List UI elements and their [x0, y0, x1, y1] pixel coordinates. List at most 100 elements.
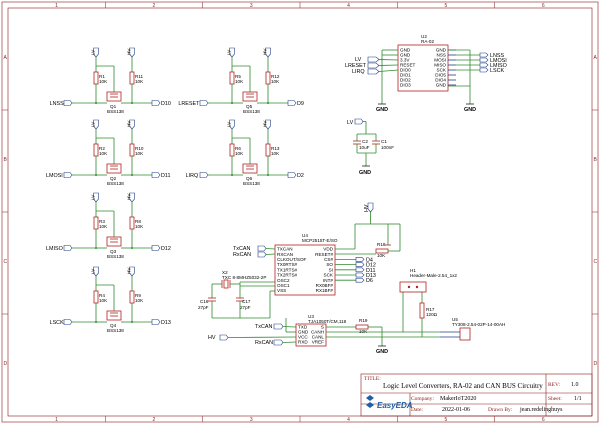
lv-supply-label: LV [91, 49, 96, 55]
lv-supply-label: LV [91, 121, 96, 127]
u2-pin-label: GND [436, 48, 447, 53]
u2-pin-label: GND [436, 83, 447, 88]
svg-text:Company:: Company: [411, 396, 434, 402]
hv-net-label: D11 [161, 173, 171, 179]
u3-pin-label: VREF [312, 340, 324, 345]
u4-right-net: D12 [366, 263, 376, 269]
svg-text:EasyEDA: EasyEDA [377, 401, 413, 410]
mosfet-part: BSS138 [107, 328, 124, 333]
u2-pin-label: MOSI [434, 58, 446, 63]
u4-pin-label: SCK [324, 273, 334, 278]
resistor-ref: R8 [135, 219, 141, 224]
svg-text:LRESET: LRESET [345, 63, 367, 69]
u4-mcp2515[interactable]: U4 MCP2515T-E/SO TXCANRXCANCLKOUT/SOFTX0… [233, 202, 401, 300]
column-marker-bottom: 5 [445, 417, 448, 423]
resistor-value: 10K [235, 151, 244, 156]
u2-right-net: LSCK [490, 68, 504, 74]
svg-text:100nF: 100nF [381, 145, 394, 150]
mosfet-ref: Q6 [246, 176, 253, 181]
mosfet-part: BSS138 [243, 181, 260, 186]
u3-tja1050[interactable]: U3 TJA1050T/CM,118 TXDGNDVCCRXDSCANHCANL… [208, 292, 440, 355]
row-marker-right: B [594, 157, 598, 163]
svg-text:120Ω: 120Ω [426, 312, 438, 317]
u2-pin-label: DIO4 [435, 78, 446, 83]
u2-pin-label: RESET [400, 63, 416, 68]
u2-net-lreset: LRESET [345, 62, 399, 69]
u3-pin-label: RXD [298, 340, 308, 345]
svg-text:TxCAN: TxCAN [255, 324, 272, 330]
row-marker-left: B [4, 157, 8, 163]
u4-right-net: D6 [366, 278, 373, 284]
svg-text:MCP2515T-E/SO: MCP2515T-E/SO [302, 238, 338, 243]
hv-supply-label: HV [263, 120, 268, 127]
svg-text:TXC 8-8MHZ5032-2P: TXC 8-8MHZ5032-2P [222, 275, 266, 280]
mosfet-part: BSS138 [107, 181, 124, 186]
u2-gnd-right: GND [464, 103, 476, 113]
u4-pin-label: SO [326, 262, 333, 267]
svg-text:jean.redelinghuys: jean.redelinghuys [519, 407, 563, 413]
svg-text:X2: X2 [222, 270, 228, 275]
svg-text:GND: GND [359, 170, 371, 176]
svg-text:C16: C16 [200, 299, 209, 304]
u2-right-net: LMISO [490, 63, 507, 69]
tb-title: Logic Level Converters, RA-02 and CAN BU… [383, 382, 543, 390]
column-marker-bottom: 6 [542, 417, 545, 423]
u2-pin-label: DIO5 [435, 73, 446, 78]
resistor-value: 10K [99, 79, 108, 84]
svg-text:1.0: 1.0 [571, 382, 579, 388]
termination[interactable]: H1 Header-Male-2.54_1x2 R17 120Ω [399, 268, 457, 319]
mosfet-part: BSS138 [107, 254, 124, 259]
u2-pin-label: SCK [437, 68, 447, 73]
resistor-value: 10K [99, 298, 108, 303]
u2-pin-label: MISO [434, 63, 446, 68]
svg-text:2022-01-06: 2022-01-06 [442, 407, 470, 413]
column-marker-top: 6 [542, 3, 545, 9]
svg-text:HV: HV [208, 335, 216, 341]
u4-pin-label: TX1RTS# [277, 267, 298, 272]
u4-right-net: D11 [366, 268, 376, 274]
u2-ref: U2 [421, 34, 427, 39]
resistor-ref: R9 [135, 293, 141, 298]
resistor-value: 10K [99, 151, 108, 156]
crystal-x2[interactable]: X2 TXC 8-8MHZ5032-2P C16 27pF C17 27pF [198, 270, 275, 319]
lv-supply-label: LV [91, 268, 96, 274]
column-marker-top: 5 [445, 3, 448, 9]
u2-ra02[interactable]: U2 RA-02 GNDGND3.3VRESETDIO0DIO1DIO2DIO3… [345, 34, 507, 113]
resistor-value: 10K [135, 151, 144, 156]
u3-pin-label: CANL [312, 335, 325, 340]
svg-text:GND: GND [464, 107, 476, 113]
svg-text:Drawn By:: Drawn By: [488, 407, 513, 413]
u2-gnd-left: GND [376, 103, 388, 113]
resistor-value: 10K [135, 224, 144, 229]
u2-right-net: LNSS [490, 53, 504, 59]
resistor-value: 10K [99, 224, 108, 229]
hv-net-label: D13 [161, 320, 171, 326]
resistor-value: 10K [135, 298, 144, 303]
svg-text:REV:: REV: [548, 382, 561, 388]
u4-pin-label: RESET# [315, 252, 333, 257]
u5-connector[interactable]: U5 TY308-2.54-02P-14-00AH [440, 317, 505, 341]
hv-supply-label: HV [127, 120, 132, 127]
row-marker-left: A [4, 55, 8, 61]
decoupling-caps[interactable]: LV C2 10uF C1 100nF GND [347, 118, 394, 176]
u2-right-net: LMOSI [490, 58, 507, 64]
resistor-ref: R4 [99, 293, 105, 298]
resistor-ref: R11 [135, 74, 144, 79]
column-marker-bottom: 2 [153, 417, 156, 423]
u3-pin-label: S [321, 325, 324, 330]
mosfet-ref: Q4 [110, 323, 117, 328]
svg-text:10K: 10K [377, 253, 386, 258]
resistor-value: 10K [235, 79, 244, 84]
svg-text:GND: GND [376, 107, 388, 113]
svg-text:MakerIoT2020: MakerIoT2020 [440, 396, 476, 402]
u4-right-net: D4 [366, 257, 373, 263]
hv-supply-label: HV [127, 193, 132, 200]
mosfet-ref: Q2 [110, 176, 117, 181]
